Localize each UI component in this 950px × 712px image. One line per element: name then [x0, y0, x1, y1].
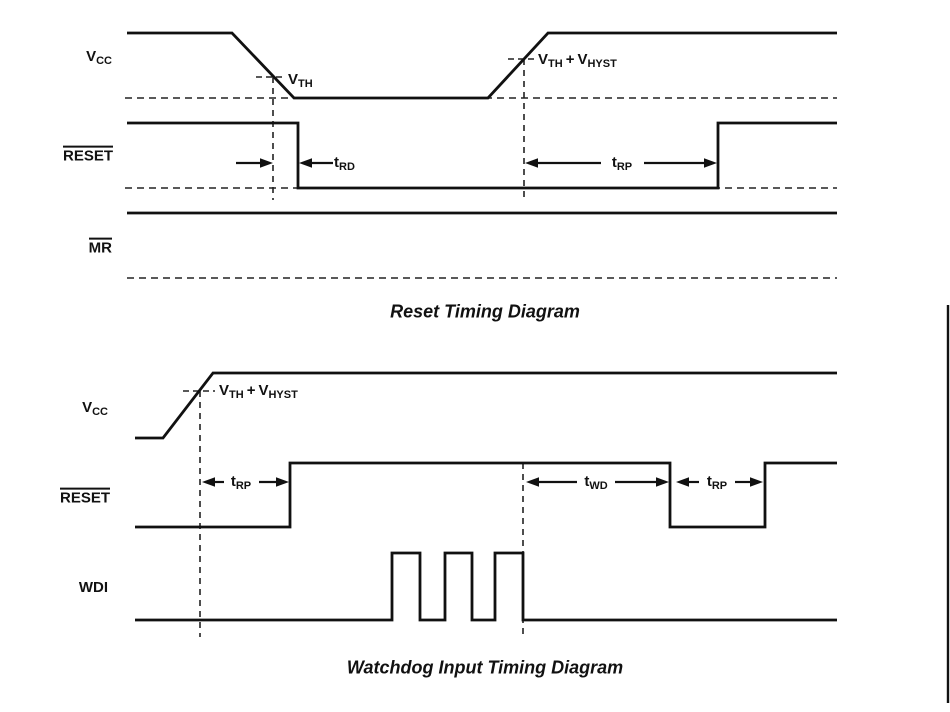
t-rp-text: t — [611, 154, 617, 172]
vcc-subscript: CC — [96, 55, 112, 68]
vcc-waveform-watchdog-diagram — [135, 371, 837, 440]
vcc-subscript-wd: CC — [92, 406, 108, 419]
reset-label-watchdog-diagram: RESET — [59, 487, 110, 507]
reset-waveform-reset-diagram — [127, 121, 837, 190]
t-rp2-arrowhead-left — [676, 477, 689, 487]
vth-text: V — [288, 71, 299, 89]
vcc-label-reset-diagram: VCC — [86, 48, 112, 68]
vcc-label-watchdog-diagram: VCC — [82, 399, 108, 419]
t-rp-right-text: t — [706, 473, 712, 491]
vcc-waveform-reset-diagram — [127, 31, 837, 100]
vth-hyst-s1: TH — [548, 58, 563, 71]
t-rp2-arrowhead-right — [750, 477, 763, 487]
vth-subscript: TH — [298, 78, 313, 91]
vcc-text-wd: V — [82, 399, 93, 417]
t-wd-subscript: WD — [589, 480, 608, 493]
wdi-waveform-watchdog-diagram — [135, 551, 837, 622]
vth-hyst-v2-wd: V — [258, 382, 269, 400]
reset-text-overlined-wd: RESET — [59, 487, 110, 507]
reset-label-reset-diagram: RESET — [62, 145, 113, 165]
t-rp-left-annotation: tRP — [230, 473, 252, 493]
mr-text-overlined: MR — [88, 237, 112, 257]
vth-hyst-v2: V — [577, 51, 588, 69]
watchdog-diagram-waveforms — [135, 371, 837, 637]
t-rp1-arrowhead-right — [276, 477, 289, 487]
reset-diagram-waveforms — [125, 31, 837, 279]
vth-hyst-v1-wd: V — [219, 382, 230, 400]
t-rp-left-subscript: RP — [235, 480, 252, 493]
vth-hyst-annotation-reset-diagram: VTH+VHYST — [538, 51, 617, 71]
vth-hyst-v1: V — [538, 51, 549, 69]
t-rd-arrowhead-right — [260, 158, 273, 168]
t-rp-annotation-reset-diagram: tRP — [611, 154, 633, 174]
reset-diagram-title: Reset Timing Diagram — [390, 301, 580, 322]
t-wd-arrowhead-left — [526, 477, 539, 487]
t-rp-subscript: RP — [616, 161, 633, 174]
vth-hyst-annotation-watchdog-diagram: VTH+VHYST — [219, 382, 298, 402]
t-rp-right-annotation: tRP — [706, 473, 728, 493]
vth-hyst-s2: HYST — [587, 58, 617, 71]
watchdog-diagram-title: Watchdog Input Timing Diagram — [346, 657, 624, 678]
t-wd-annotation: tWD — [584, 473, 608, 493]
vth-hyst-plus-wd: + — [246, 382, 256, 400]
reset-text-overlined: RESET — [62, 145, 113, 165]
t-rd-arrowhead-left — [299, 158, 312, 168]
t-wd-text: t — [584, 473, 590, 491]
t-rp-arrowhead-left — [525, 158, 538, 168]
mr-label-reset-diagram: MR — [88, 237, 112, 257]
reset-waveform-watchdog-diagram — [135, 461, 837, 529]
t-rp-right-subscript: RP — [711, 480, 728, 493]
vcc-text: V — [86, 48, 97, 66]
t-rd-text: t — [334, 154, 339, 172]
vth-hyst-s2-wd: HYST — [268, 389, 298, 402]
t-wd-arrowhead-right — [656, 477, 669, 487]
vth-hyst-plus: + — [565, 51, 575, 69]
wdi-text: WDI — [78, 579, 108, 597]
vth-annotation: VTH — [288, 71, 313, 91]
t-rd-annotation: tRD — [334, 154, 355, 174]
t-rd-subscript: RD — [339, 161, 355, 174]
t-rp-arrowhead-right — [704, 158, 717, 168]
t-rp1-arrowhead-left — [202, 477, 215, 487]
wdi-label: WDI — [79, 580, 108, 596]
t-rp-left-text: t — [230, 473, 236, 491]
vth-hyst-s1-wd: TH — [229, 389, 244, 402]
